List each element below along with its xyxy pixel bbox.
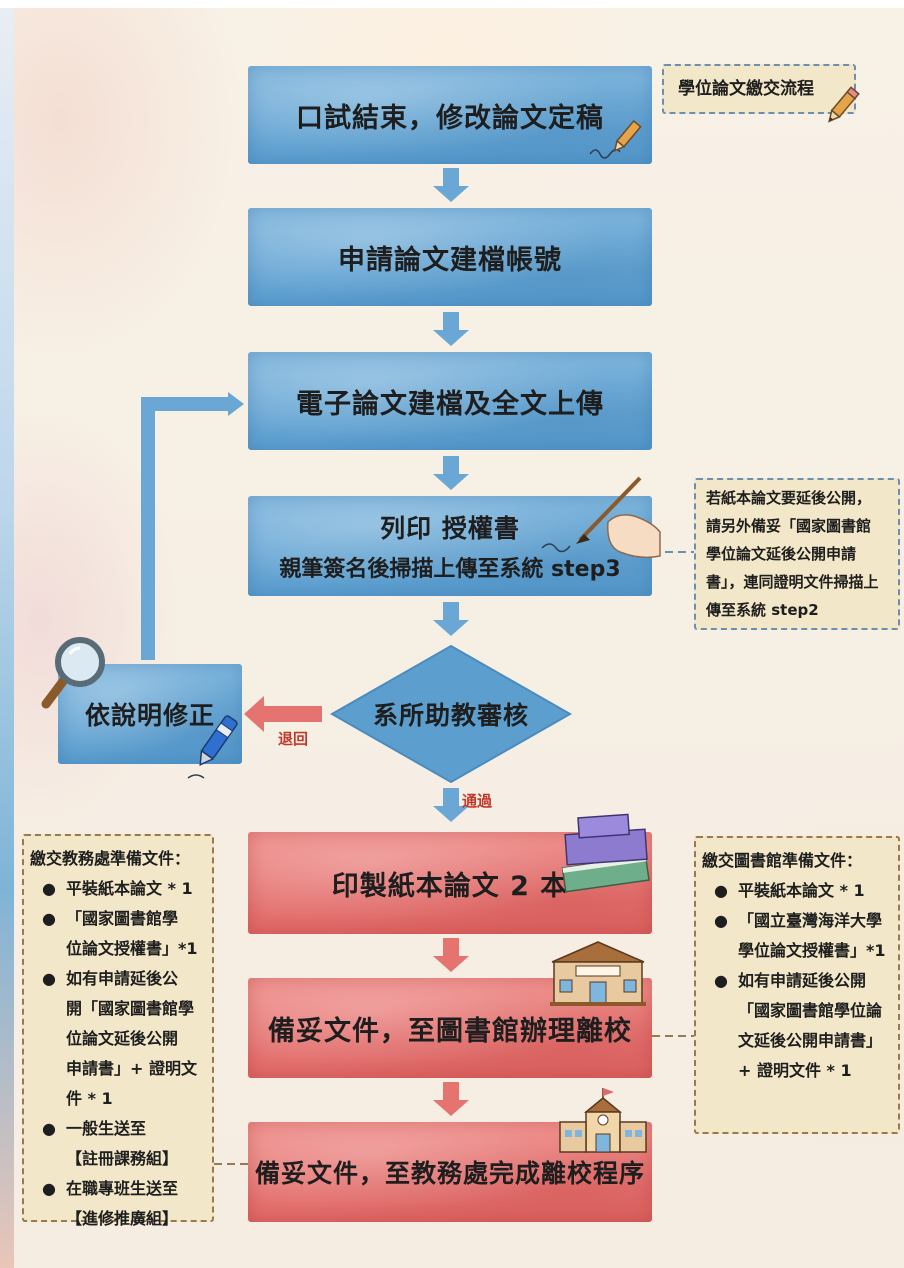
list-item-line: 【進修推廣組】 bbox=[66, 1209, 179, 1228]
list-item: ● 「國立臺灣海洋大學 學位論文授權書」*1 bbox=[702, 906, 894, 966]
note-academic-title: 繳交教務處準備文件： bbox=[30, 849, 191, 868]
note-delay-line: 若紙本論文要延後公開， bbox=[706, 489, 872, 507]
list-item-line: 「國立臺灣海洋大學 bbox=[738, 911, 883, 930]
list-item-line: 【註冊課務組】 bbox=[66, 1149, 179, 1168]
step-upload-fulltext: 電子論文建檔及全文上傳 bbox=[248, 352, 652, 450]
arrow-s6-s7 bbox=[433, 938, 469, 972]
list-item: ● 平裝紙本論文 * 1 bbox=[702, 876, 894, 906]
arrow-s3-s4 bbox=[433, 456, 469, 490]
list-item: ● 如有申請延後公開 「國家圖書館學位論 文延後公開申請書」 + 證明文件 * … bbox=[702, 966, 894, 1086]
list-item-line: 位論文授權書」*1 bbox=[66, 939, 198, 958]
arrow-s4-decision bbox=[433, 602, 469, 636]
step-finalize-thesis: 口試結束，修改論文定稿 bbox=[248, 66, 652, 164]
note-academic-list: ● 平裝紙本論文 * 1 ● 「國家圖書館學 位論文授權書」*1 ● 如有申請延… bbox=[30, 874, 208, 1234]
list-item-line: 如有申請延後公 bbox=[66, 969, 179, 988]
paintbrush-hand-icon bbox=[541, 476, 661, 559]
list-item-line: 學位論文授權書」*1 bbox=[738, 941, 886, 960]
list-item-line: 在職專班生送至 bbox=[66, 1179, 179, 1198]
note-library: 繳交圖書館準備文件： ● 平裝紙本論文 * 1 ● 「國立臺灣海洋大學 學位論文… bbox=[694, 836, 900, 1134]
step-apply-account-label: 申請論文建檔帳號 bbox=[338, 244, 562, 276]
list-item: ● 「國家圖書館學 位論文授權書」*1 bbox=[30, 904, 208, 964]
list-item: ● 一般生送至 【註冊課務組】 bbox=[30, 1114, 208, 1174]
step-print-authorization-subtitle: 親筆簽名後掃描上傳至系統 step3 bbox=[279, 557, 621, 582]
arrow-s7-s8 bbox=[433, 1082, 469, 1116]
list-item: ● 如有申請延後公 開「國家圖書館學 位論文延後公開 申請書」+ 證明文 件 *… bbox=[30, 964, 208, 1114]
books-icon bbox=[561, 813, 650, 893]
title-tag: 學位論文繳交流程 bbox=[662, 64, 856, 114]
arrow-s2-s3 bbox=[433, 312, 469, 346]
step-revise-label: 依說明修正 bbox=[84, 701, 215, 730]
list-item-line: 如有申請延後公開 bbox=[738, 971, 867, 990]
decision-label-box: 系所助教審核 bbox=[340, 690, 562, 738]
list-item: ● 在職專班生送至 【進修推廣組】 bbox=[30, 1174, 208, 1234]
school-building-icon bbox=[559, 1088, 647, 1153]
step-print-authorization-title: 列印 授權書 bbox=[380, 514, 520, 543]
arrow-s1-s2 bbox=[433, 168, 469, 202]
list-item-line: 平裝紙本論文 * 1 bbox=[66, 879, 193, 898]
note-delay-line: 學位論文延後公開申請 bbox=[706, 545, 857, 563]
list-item: ● 平裝紙本論文 * 1 bbox=[30, 874, 208, 904]
step-apply-account: 申請論文建檔帳號 bbox=[248, 208, 652, 306]
list-item-line: 「國家圖書館學位論 bbox=[738, 1001, 883, 1020]
magnifier-icon bbox=[41, 637, 105, 709]
step-print-authorization: 列印 授權書 親筆簽名後掃描上傳至系統 step3 bbox=[248, 496, 652, 596]
reject-label: 退回 bbox=[278, 730, 308, 748]
arrow-decision-s6 bbox=[433, 788, 469, 822]
note-delay-publication: 若紙本論文要延後公開， 請另外備妥「國家圖書館 學位論文延後公開申請 書」，連同… bbox=[694, 478, 900, 630]
step-academic-leave-label: 備妥文件，至教務處完成離校程序 bbox=[254, 1159, 645, 1188]
list-item-line: 一般生送至 bbox=[66, 1119, 147, 1138]
note-delay-line: 傳至系統 step2 bbox=[706, 601, 819, 619]
title-tag-text: 學位論文繳交流程 bbox=[678, 79, 814, 99]
pen-icon bbox=[187, 715, 238, 779]
decision-diamond bbox=[329, 644, 573, 784]
note-academic-affairs: 繳交教務處準備文件： ● 平裝紙本論文 * 1 ● 「國家圖書館學 位論文授權書… bbox=[22, 834, 214, 1228]
list-item-line: 開「國家圖書館學 bbox=[66, 999, 195, 1018]
pencil-icon bbox=[828, 86, 860, 123]
list-item-line: 平裝紙本論文 * 1 bbox=[738, 881, 865, 900]
arrow-reject bbox=[244, 696, 322, 732]
loop-back-arrowhead bbox=[228, 392, 244, 416]
step-finalize-thesis-label: 口試結束，修改論文定稿 bbox=[296, 102, 604, 134]
decision-label: 系所助教審核 bbox=[372, 701, 529, 730]
list-item-line: 件 * 1 bbox=[66, 1089, 113, 1108]
list-item-line: 「國家圖書館學 bbox=[66, 909, 179, 928]
pencil-icon bbox=[589, 119, 642, 159]
pass-label: 通過 bbox=[462, 792, 493, 810]
list-item-line: 申請書」+ 證明文 bbox=[66, 1059, 197, 1078]
step-print-paper-label: 印製紙本論文 2 本 bbox=[331, 870, 569, 902]
note-library-title: 繳交圖書館準備文件： bbox=[702, 851, 863, 870]
top-edge-strip bbox=[0, 0, 904, 8]
list-item-line: 文延後公開申請書」 bbox=[738, 1031, 883, 1050]
left-edge-strip bbox=[0, 0, 14, 1268]
list-item-line: 位論文延後公開 bbox=[66, 1029, 179, 1048]
step-upload-fulltext-label: 電子論文建檔及全文上傳 bbox=[296, 388, 604, 420]
step-library-leave-label: 備妥文件，至圖書館辦理離校 bbox=[268, 1015, 632, 1047]
note-library-list: ● 平裝紙本論文 * 1 ● 「國立臺灣海洋大學 學位論文授權書」*1 ● 如有… bbox=[702, 876, 894, 1086]
loop-back-line bbox=[141, 397, 232, 660]
list-item-line: + 證明文件 * 1 bbox=[738, 1061, 852, 1080]
library-building-icon bbox=[550, 941, 646, 1006]
note-delay-line: 書」，連同證明文件掃描上 bbox=[706, 573, 879, 591]
note-delay-line: 請另外備妥「國家圖書館 bbox=[706, 517, 872, 535]
